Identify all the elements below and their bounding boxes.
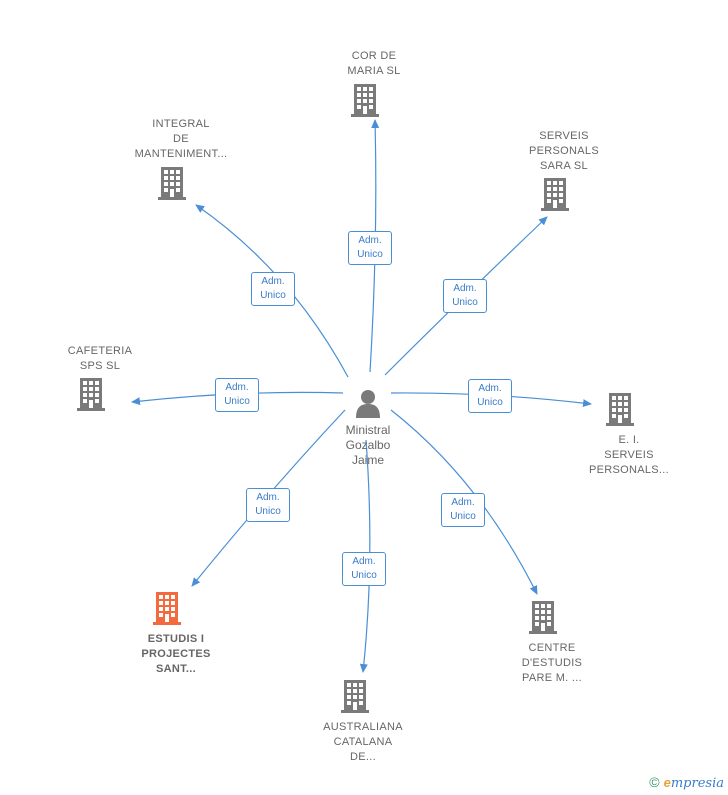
edge-centre [390, 409, 538, 595]
node-label-australiana[interactable]: AUSTRALIANA CATALANA DE... [303, 720, 423, 765]
edge-role-line: Adm. [451, 497, 475, 508]
center-name-line: Jaime [351, 453, 384, 467]
node-label-serveis-sara[interactable]: SERVEIS PERSONALS SARA SL [504, 129, 624, 174]
center-name-line: Ministral [345, 423, 391, 437]
node-label-centre[interactable]: CENTRE D'ESTUDIS PARE M. ... [492, 641, 612, 686]
node-label-line: CATALANA [333, 736, 393, 748]
node-label-estudis[interactable]: ESTUDIS I PROJECTES SANT... [116, 632, 236, 677]
node-label-line: SERVEIS [539, 130, 589, 142]
node-label-line: DE... [350, 751, 376, 763]
node-label-cor[interactable]: COR DE MARIA SL [314, 49, 434, 79]
edge-role-label: Adm. Unico [251, 272, 295, 306]
edge-role-line: Unico [450, 511, 476, 522]
edge-role-label: Adm. Unico [342, 552, 386, 586]
footer-brand: ©empresia [649, 774, 724, 791]
node-label-line: DE [173, 133, 189, 145]
edge-role-line: Adm. [261, 276, 285, 287]
node-label-line: MARIA SL [347, 65, 401, 77]
node-label-line: PARE M. ... [522, 672, 582, 684]
edge-role-line: Adm. [478, 383, 502, 394]
edge-role-line: Unico [255, 506, 281, 517]
building-icon[interactable] [341, 680, 369, 713]
center-name-line: Gozalbo [345, 438, 391, 452]
node-label-line: CENTRE [528, 642, 576, 654]
node-label-integral[interactable]: INTEGRAL DE MANTENIMENT... [121, 117, 241, 162]
edge-role-line: Adm. [352, 556, 376, 567]
node-label-line: PERSONALS... [588, 464, 669, 476]
brand-initial: e [663, 775, 671, 790]
edge-role-label: Adm. Unico [348, 231, 392, 265]
node-label-line: PROJECTES [141, 648, 211, 660]
node-label-line: SARA SL [540, 160, 588, 172]
edge-role-label: Adm. Unico [468, 379, 512, 413]
edge-role-line: Adm. [358, 235, 382, 246]
node-label-line: SERVEIS [604, 449, 654, 461]
node-label-line: SPS SL [79, 360, 121, 372]
edge-role-line: Unico [224, 396, 250, 407]
brand-name: mpresia [670, 776, 724, 791]
person-icon [356, 390, 380, 418]
edge-role-line: Unico [260, 290, 286, 301]
building-icon[interactable] [529, 601, 557, 634]
copyright-icon: © [649, 774, 660, 790]
building-icon[interactable] [77, 378, 105, 411]
node-label-line: AUSTRALIANA [323, 721, 403, 733]
node-label-line: ESTUDIS I [147, 633, 205, 645]
building-icon[interactable] [153, 592, 181, 625]
edge-role-line: Unico [357, 249, 383, 260]
building-icon[interactable] [541, 178, 569, 211]
edge-role-label: Adm. Unico [443, 279, 487, 313]
node-label-line: CAFETERIA [67, 345, 133, 357]
node-label-line: SANT... [156, 663, 196, 675]
edge-role-line: Adm. [225, 382, 249, 393]
edge-role-line: Unico [351, 570, 377, 581]
node-label-line: INTEGRAL [152, 118, 210, 130]
node-label-ei-serveis[interactable]: E. I. SERVEIS PERSONALS... [569, 433, 689, 478]
node-label-cafeteria[interactable]: CAFETERIA SPS SL [40, 344, 160, 374]
building-icon[interactable] [158, 167, 186, 200]
edge-role-line: Adm. [256, 492, 280, 503]
node-label-line: E. I. [618, 434, 640, 446]
building-icon[interactable] [351, 84, 379, 117]
edge-role-label: Adm. Unico [215, 378, 259, 412]
edge-role-label: Adm. Unico [441, 493, 485, 527]
building-icon[interactable] [606, 393, 634, 426]
center-person-name[interactable]: Ministral Gozalbo Jaime [318, 423, 418, 468]
edge-role-line: Adm. [453, 283, 477, 294]
node-label-line: PERSONALS [529, 145, 599, 157]
edge-role-line: Unico [477, 397, 503, 408]
edge-role-label: Adm. Unico [246, 488, 290, 522]
node-label-line: MANTENIMENT... [134, 148, 228, 160]
node-label-line: D'ESTUDIS [521, 657, 583, 669]
edge-role-line: Unico [452, 297, 478, 308]
node-label-line: COR DE [351, 50, 397, 62]
